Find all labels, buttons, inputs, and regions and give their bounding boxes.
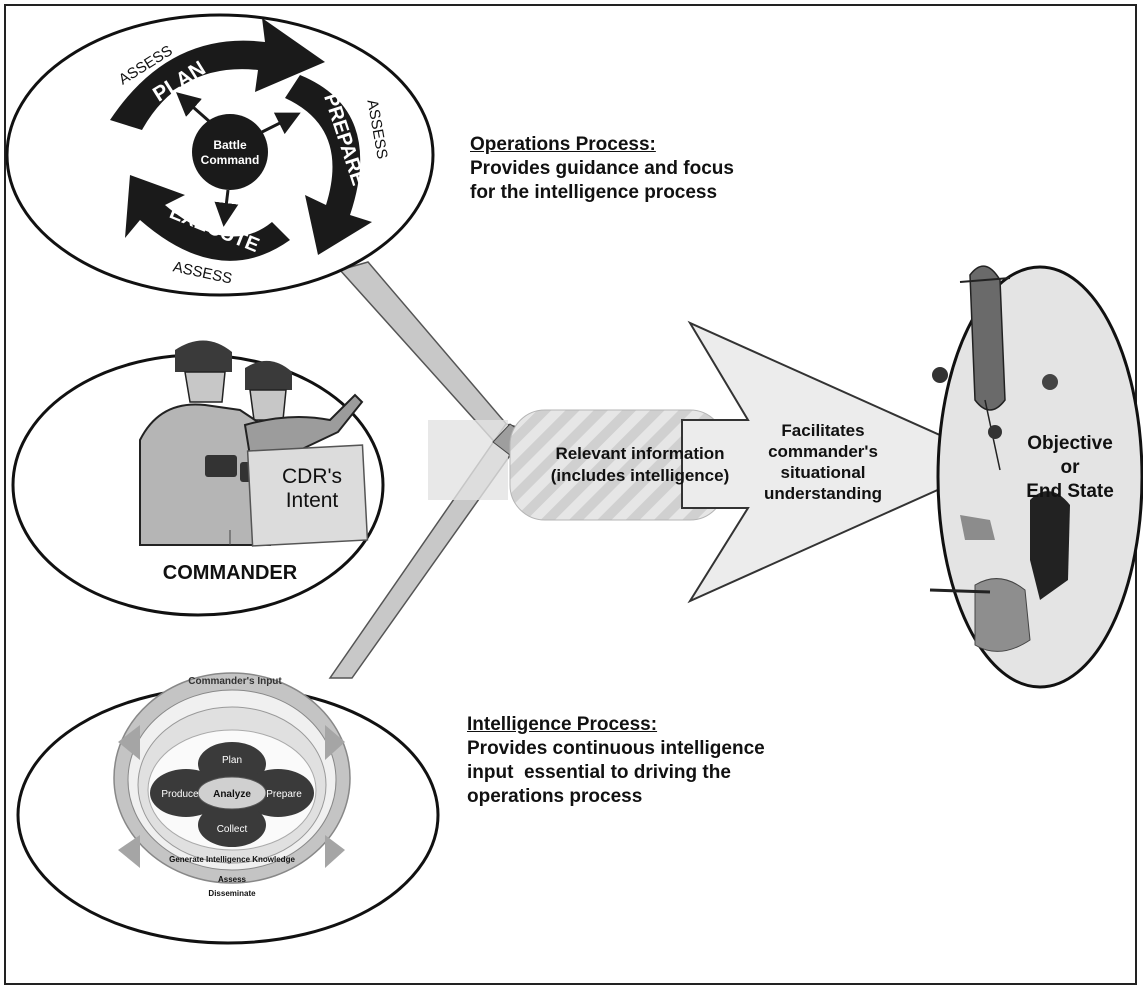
intelligence-desc-line3: operations process — [467, 786, 643, 807]
relevant-line2: (includes intelligence) — [550, 466, 730, 485]
relevant-information-text: Relevant information (includes intellige… — [520, 443, 760, 487]
situational-understanding-arrow — [681, 320, 1003, 604]
operations-process-text: Operations Process: Provides guidance an… — [470, 133, 870, 205]
operations-heading: Operations Process: — [470, 134, 656, 155]
prepare-arrow-shape — [285, 75, 372, 255]
cdr-intent-text: CDR's Intent — [262, 465, 362, 513]
relevant-line1: Relevant information — [555, 444, 725, 463]
intelligence-heading: Intelligence Process: — [467, 714, 658, 735]
objective-line3: End State — [1026, 481, 1114, 502]
connector-bars — [328, 261, 530, 679]
arrow-line3: situational — [780, 463, 866, 482]
intelligence-cycle-graphic — [113, 672, 351, 884]
execute-arrow-shape — [125, 175, 290, 261]
battle-command-hub — [192, 114, 268, 190]
objective-illustration — [929, 265, 1070, 652]
arrow-line4: understanding — [763, 484, 883, 503]
intelligence-process-text: Intelligence Process: Provides continuou… — [467, 713, 887, 809]
cdr-intent-line1: CDR's — [281, 465, 342, 488]
plan-arrow-shape — [110, 18, 325, 130]
objective-line2: or — [1060, 457, 1080, 478]
operations-cycle-graphic — [110, 18, 372, 261]
cdr-intent-line2: Intent — [285, 489, 339, 512]
situational-understanding-text: Facilitates commander's situational unde… — [748, 420, 898, 504]
commander-label: COMMANDER — [162, 562, 298, 584]
operations-desc-line2: for the intelligence process — [470, 182, 718, 203]
objective-line1: Objective — [1027, 433, 1113, 454]
objective-text: Objective or End State — [1010, 432, 1130, 504]
arrow-line1: Facilitates — [781, 421, 865, 440]
arrow-line2: commander's — [768, 442, 878, 461]
intelligence-desc-line1: Provides continuous intelligence — [467, 738, 765, 759]
intelligence-desc-line2: input essential to driving the — [467, 762, 731, 783]
cdr-intent-paper — [246, 444, 369, 547]
operations-desc-line1: Provides guidance and focus — [470, 158, 734, 179]
